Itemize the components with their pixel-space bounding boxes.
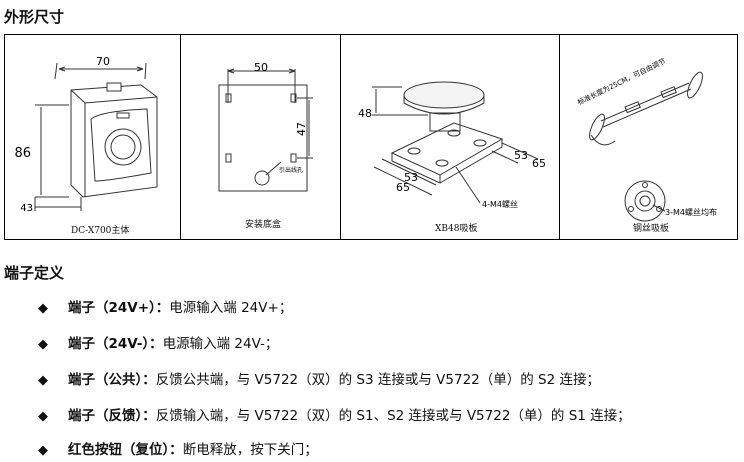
body-width-dim: 70 [96, 55, 110, 68]
box-height-dim: 47 [295, 122, 308, 136]
terminal-item: ◆端子（公共）：反馈公共端，与 V5722（双）的 S3 连接或与 V5722（… [38, 372, 600, 388]
wire-screw-note: 3-M4螺丝均布 [665, 207, 717, 217]
xb48-height-dim: 48 [358, 107, 372, 120]
xb48-screw-note: 4-M4螺丝 [482, 199, 518, 209]
outline-heading: 外形尺寸 [4, 8, 65, 26]
bullet-icon: ◆ [38, 409, 48, 424]
bullet-icon: ◆ [38, 337, 48, 352]
xb48-dim-a: 53 [404, 171, 418, 184]
terminal-item: ◆端子（24V-）：电源输入端 24V-； [38, 336, 279, 352]
wire-cable-note: 标准长度为25CM，可自由调节 [576, 56, 667, 107]
bullet-icon: ◆ [38, 373, 48, 388]
mounting-box-drawing: 50 47 引出线孔 [218, 61, 313, 192]
xb48-dim-b: 65 [396, 181, 410, 194]
body-depth-dim: 43 [20, 203, 33, 214]
xb48-plate-drawing: 48 53 65 53 65 4-M4螺丝 [358, 81, 546, 209]
main-body-drawing: 70 86 43 [14, 55, 158, 214]
outline-panels: 70 86 43 DC-X700主体 50 47 引出线孔 安装底盒 [4, 34, 738, 240]
main-body-caption: DC-X700主体 [71, 226, 130, 236]
body-height-dim: 86 [14, 146, 31, 161]
box-width-dim: 50 [254, 61, 268, 74]
panel-divider [559, 35, 561, 239]
box-hole-note: 引出线孔 [279, 166, 303, 174]
xb48-dim-d: 65 [532, 157, 546, 170]
terminals-heading: 端子定义 [4, 264, 65, 282]
bullet-icon: ◆ [38, 301, 48, 316]
terminal-item: ◆红色按钮（复位）：断电释放，按下关门； [38, 442, 318, 458]
terminal-item: ◆端子（24V+）：电源输入端 24V+； [38, 300, 293, 316]
terminal-item: ◆端子（反馈）：反馈输入端，与 V5722（双）的 S1、S2 连接或与 V57… [38, 408, 631, 424]
xb48-plate-caption: XB48吸板 [435, 224, 478, 234]
wire-plate-drawing: 标准长度为25CM，可自由调节 3-M4螺丝均布 [576, 56, 717, 222]
mounting-box-caption: 安装底盒 [245, 220, 282, 230]
wire-plate-caption: 钢丝吸板 [633, 224, 670, 234]
xb48-dim-c: 53 [514, 149, 528, 162]
panel-divider [340, 35, 342, 239]
panel-divider [180, 35, 182, 239]
bullet-icon: ◆ [38, 443, 48, 458]
